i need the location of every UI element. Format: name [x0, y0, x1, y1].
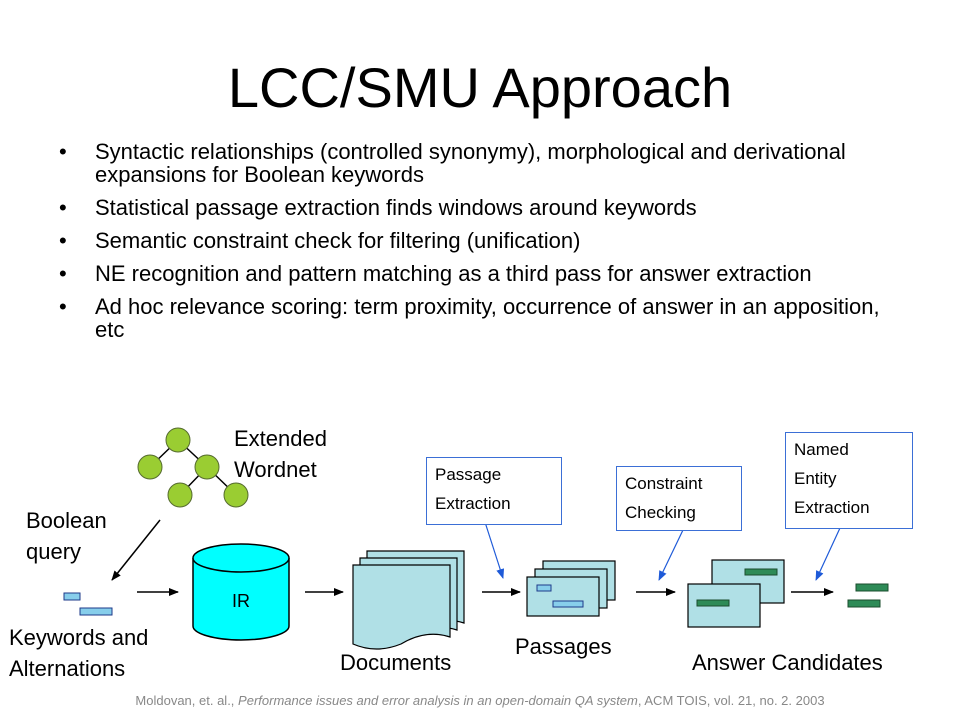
boolean-query-label: Boolean query: [26, 508, 107, 564]
slide-title: LCC/SMU Approach: [227, 56, 733, 119]
bullet-dot: •: [59, 228, 67, 253]
citation: Moldovan, et. al., Performance issues an…: [0, 693, 960, 708]
passage-extraction-callout: Passage Extraction: [426, 457, 562, 525]
named-entity-extraction-callout: Named Entity Extraction: [785, 432, 913, 529]
documents-stack-icon: [352, 550, 465, 650]
callout-arrow: [658, 529, 684, 581]
extended-wordnet-label: Extended Wordnet: [234, 426, 327, 482]
named-entity-output-icon: [847, 583, 889, 608]
bullet-dot: •: [59, 195, 67, 220]
citation-paper-title: Performance issues and error analysis in…: [238, 693, 638, 708]
keywords-icon: [63, 592, 113, 616]
bullet-text: Syntactic relationships (controlled syno…: [95, 139, 846, 187]
bullet-text: Ad hoc relevance scoring: term proximity…: [95, 294, 880, 342]
keywords-label: Keywords and Alternations: [9, 625, 149, 681]
bullet-item: • Syntactic relationships (controlled syn…: [55, 140, 905, 186]
bullet-text: Semantic constraint check for filtering …: [95, 228, 581, 253]
passages-label: Passages: [515, 634, 612, 659]
bullet-item: • Statistical passage extraction finds wi…: [55, 196, 905, 219]
citation-venue: , ACM TOIS, vol. 21, no. 2. 2003: [637, 693, 825, 708]
answer-candidates-label: Answer Candidates: [692, 650, 883, 675]
ir-label: IR: [232, 591, 250, 611]
bullet-item: • Ad hoc relevance scoring: term proximit…: [55, 295, 905, 341]
bullet-text: NE recognition and pattern matching as a…: [95, 261, 812, 286]
answer-candidates-icon: [687, 559, 785, 628]
bullet-item: • Semantic constraint check for filtering…: [55, 229, 905, 252]
constraint-checking-callout: Constraint Checking: [616, 466, 742, 531]
bullet-text: Statistical passage extraction finds win…: [95, 195, 697, 220]
bullet-list: • Syntactic relationships (controlled syn…: [55, 140, 905, 351]
citation-authors: Moldovan, et. al.,: [135, 693, 239, 708]
documents-label: Documents: [340, 650, 452, 675]
bullet-item: • NE recognition and pattern matching as …: [55, 262, 905, 285]
passages-stack-icon: [526, 560, 616, 617]
bullet-dot: •: [59, 261, 67, 286]
wordnet-tree-icon: [137, 427, 249, 508]
ir-cylinder-icon: [192, 543, 290, 641]
bullet-dot: •: [59, 139, 67, 164]
wordnet-to-keywords-arrow: [111, 519, 161, 581]
callout-arrow: [815, 527, 841, 581]
callout-arrow: [483, 518, 505, 579]
bullet-dot: •: [59, 294, 67, 319]
